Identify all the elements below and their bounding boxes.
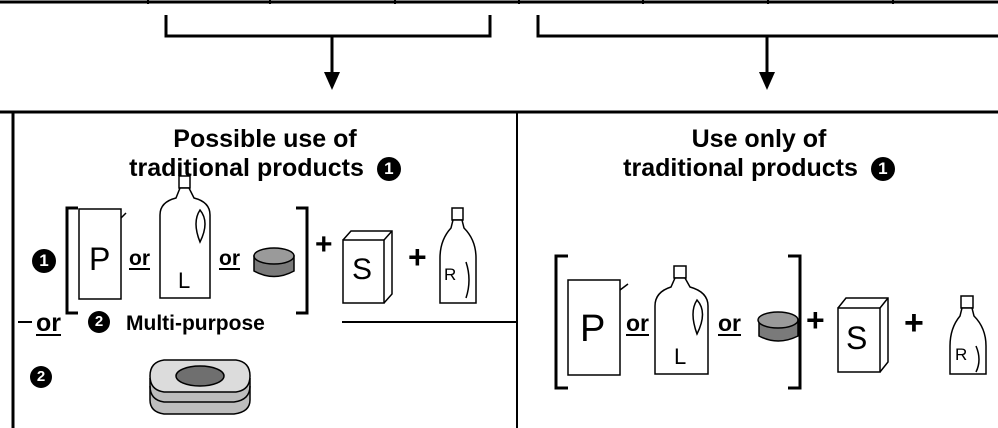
- left-plus-2: +: [408, 239, 427, 275]
- left-row2-inline-badge: 2: [88, 311, 110, 333]
- tablet-icon: [757, 311, 799, 342]
- right-plus-2: +: [904, 304, 924, 342]
- left-label-s: S: [352, 253, 373, 286]
- rinse-aid-bottle-icon: [949, 295, 987, 375]
- left-square-bracket: [65, 206, 309, 315]
- right-square-bracket: [554, 254, 802, 390]
- left-or-1: or: [129, 247, 150, 270]
- left-row1-badge: 1: [32, 249, 56, 273]
- right-group-bracket: [536, 15, 998, 75]
- left-title-badge: 1: [376, 157, 401, 181]
- left-panel-title: Possible use of traditional products 1: [30, 125, 500, 183]
- left-plus-1: +: [315, 228, 333, 261]
- top-table-strip: [0, 0, 998, 4]
- left-title-line2: traditional products: [129, 154, 364, 182]
- right-arrowhead: [759, 72, 775, 90]
- right-label-r: R: [955, 345, 968, 364]
- left-label-l: L: [178, 268, 191, 293]
- right-or-1: or: [626, 310, 649, 336]
- left-group-bracket: [164, 15, 492, 75]
- powder-box-icon: [567, 279, 629, 376]
- right-title-line1: Use only of: [691, 125, 827, 153]
- liquid-bottle-icon: [159, 175, 211, 299]
- right-label-s: S: [846, 320, 868, 356]
- left-title-line2-row: traditional products 1: [30, 154, 500, 183]
- right-label-p: P: [580, 308, 606, 350]
- right-or-2: or: [718, 310, 741, 336]
- left-or-2: or: [219, 247, 240, 270]
- right-panel-title: Use only of traditional products 1: [520, 125, 998, 183]
- right-title-line2: traditional products: [623, 154, 858, 182]
- salt-box-icon: [342, 230, 393, 304]
- left-arrowhead: [324, 72, 340, 90]
- table-frame: [0, 110, 998, 428]
- left-row3-badge: 2: [30, 366, 52, 388]
- multipurpose-tablet-icon: [149, 359, 251, 415]
- tablet-icon: [253, 247, 295, 278]
- powder-box-icon: [78, 208, 127, 300]
- multipurpose-label: Multi-purpose: [126, 312, 265, 335]
- left-or-row2: or: [36, 309, 61, 337]
- right-title-line2-row: traditional products 1: [520, 154, 998, 183]
- rinse-aid-bottle-icon: [439, 207, 477, 304]
- salt-box-icon: [837, 297, 889, 373]
- liquid-bottle-icon: [654, 265, 709, 375]
- left-label-p: P: [89, 241, 111, 277]
- left-title-line1: Possible use of: [173, 125, 357, 153]
- left-label-r: R: [444, 265, 457, 284]
- right-plus-1: +: [806, 302, 825, 338]
- right-label-l: L: [674, 344, 687, 369]
- right-title-badge: 1: [870, 157, 895, 181]
